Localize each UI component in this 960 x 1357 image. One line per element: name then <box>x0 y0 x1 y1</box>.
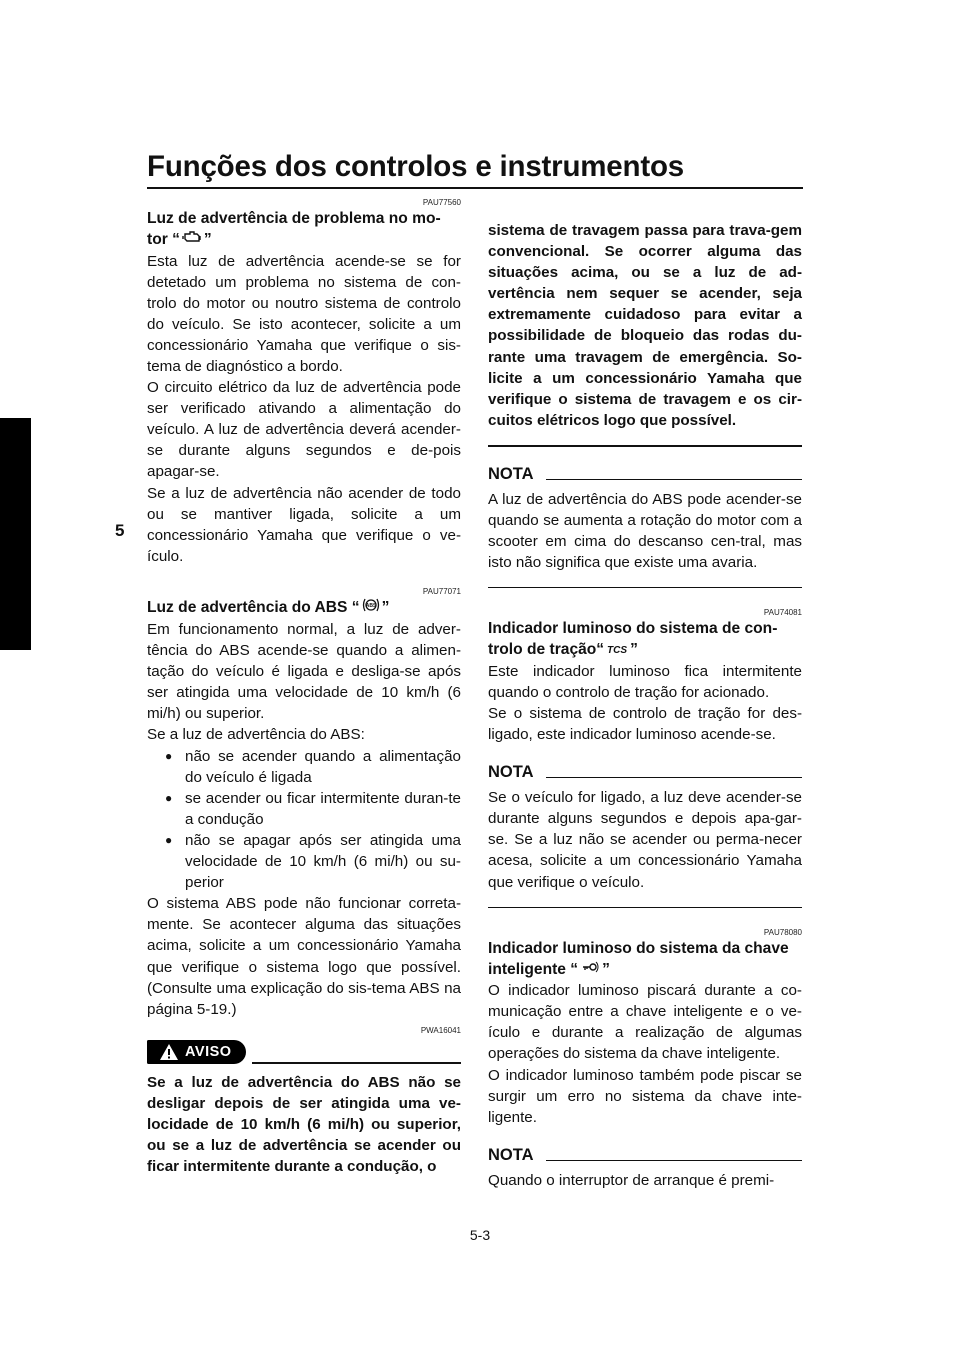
paragraph: Esta luz de advertência acende-se se for… <box>147 252 461 375</box>
title-line: Luz de advertência do ABS “ <box>147 599 360 617</box>
title-quote: ” <box>203 231 212 249</box>
note-text: Quando o interruptor de arranque é premi… <box>488 1171 775 1189</box>
paragraph: O circuito elétrico da luz de advertênci… <box>147 379 461 481</box>
paragraph: Se o sistema de controlo de tração for d… <box>488 705 802 744</box>
right-column: sistema de travagem passa para trava-gem… <box>488 220 802 1191</box>
warning-code: PWA16041 <box>420 1025 461 1035</box>
section-title-abs-warning: Luz de advertência do ABS “ ABS ” <box>147 597 461 619</box>
section-code: PAU77071 <box>422 586 461 596</box>
list-item-text: se acender ou ficar intermitente duran-t… <box>185 789 461 828</box>
paragraph: Se a luz de advertência não acender de t… <box>147 484 461 565</box>
section-title-smart-key: Indicador luminoso do sistema da chave i… <box>488 938 802 981</box>
paragraph: Se a luz de advertência do ABS: <box>147 726 365 744</box>
section-code: PAU78080 <box>763 927 802 937</box>
note-header: NOTA <box>488 465 802 483</box>
note-text: A luz de advertência do ABS pode acender… <box>488 490 802 572</box>
smart-key-icon <box>580 959 600 980</box>
warning-rule <box>251 1061 461 1064</box>
chapter-number: 5 <box>115 521 125 540</box>
title-line: tor “ <box>147 231 180 249</box>
svg-text:ABS: ABS <box>365 603 376 609</box>
title-quote: ” <box>602 960 610 978</box>
title-quote: ” <box>381 599 390 617</box>
section-code: PAU74081 <box>763 608 802 618</box>
header-rule <box>147 187 803 189</box>
left-column: PAU77560 Luz de advertência de problema … <box>147 198 461 1177</box>
warning-label: AVISO <box>185 1043 232 1060</box>
note-header: NOTA <box>488 1146 802 1164</box>
bullet-icon: ● <box>165 832 173 847</box>
section-title-traction-control: Indicador luminoso do sistema de con- tr… <box>488 618 802 661</box>
warning-text-continued: sistema de travagem passa para trava-gem… <box>488 222 802 429</box>
note-end-rule <box>488 587 802 589</box>
tcs-icon: TCS <box>606 640 628 661</box>
title-line: trolo de tração“ <box>488 641 605 659</box>
paragraph: Este indicador luminoso fica intermitent… <box>488 662 802 701</box>
bullet-icon: ● <box>165 790 173 805</box>
warning-header: AVISO <box>147 1039 461 1064</box>
paragraph: O sistema ABS pode não funcionar correta… <box>147 895 461 1018</box>
warning-triangle-icon <box>160 1043 178 1060</box>
bullet-list: ● não se acender quando a alimentação do … <box>147 746 461 894</box>
note-text: Se o veículo for ligado, a luz deve acen… <box>488 789 802 891</box>
list-item: ● não se acender quando a alimentação do … <box>165 746 461 788</box>
note-label: NOTA <box>488 464 534 483</box>
section-title-engine-warning: Luz de advertência de problema no mo- to… <box>147 208 461 251</box>
list-item: ● não se apagar após ser atingida uma vel… <box>165 830 461 893</box>
bullet-icon: ● <box>165 748 173 763</box>
note-rule <box>545 1159 802 1161</box>
title-line: Indicador luminoso do sistema de con- <box>488 620 778 638</box>
list-item-text: não se acender quando a alimentação do v… <box>185 747 461 786</box>
chapter-tab <box>0 418 31 650</box>
tcs-icon-text: TCS <box>607 645 627 655</box>
section-code: PAU77560 <box>422 198 461 207</box>
page-header-title: Funções dos controlos e instrumentos <box>147 150 684 183</box>
note-header: NOTA <box>488 763 802 781</box>
list-item: ● se acender ou ficar intermitente duran-… <box>165 788 461 830</box>
paragraph: O indicador luminoso piscará durante a c… <box>488 982 802 1063</box>
title-line: Luz de advertência de problema no mo- <box>147 210 441 227</box>
note-label: NOTA <box>488 763 534 782</box>
list-item-text: não se apagar após ser atingida uma velo… <box>185 831 461 892</box>
warning-end-rule <box>488 444 802 447</box>
title-quote: ” <box>630 641 638 659</box>
title-line: Indicador luminoso do sistema da chave <box>488 939 789 957</box>
paragraph: O indicador luminoso também pode piscar … <box>488 1066 802 1126</box>
note-rule <box>545 478 802 480</box>
note-label: NOTA <box>488 1145 534 1164</box>
abs-icon: ABS <box>362 597 380 619</box>
warning-badge: AVISO <box>147 1039 246 1064</box>
page-number: 5-3 <box>469 1227 491 1243</box>
title-line: inteligente “ <box>488 960 579 978</box>
paragraph: Em funcionamento normal, a luz de adver-… <box>147 621 461 723</box>
warning-text: Se a luz de advertência do ABS não se de… <box>147 1073 461 1176</box>
engine-check-icon <box>182 229 202 250</box>
note-rule <box>545 777 802 779</box>
note-end-rule <box>488 906 802 908</box>
